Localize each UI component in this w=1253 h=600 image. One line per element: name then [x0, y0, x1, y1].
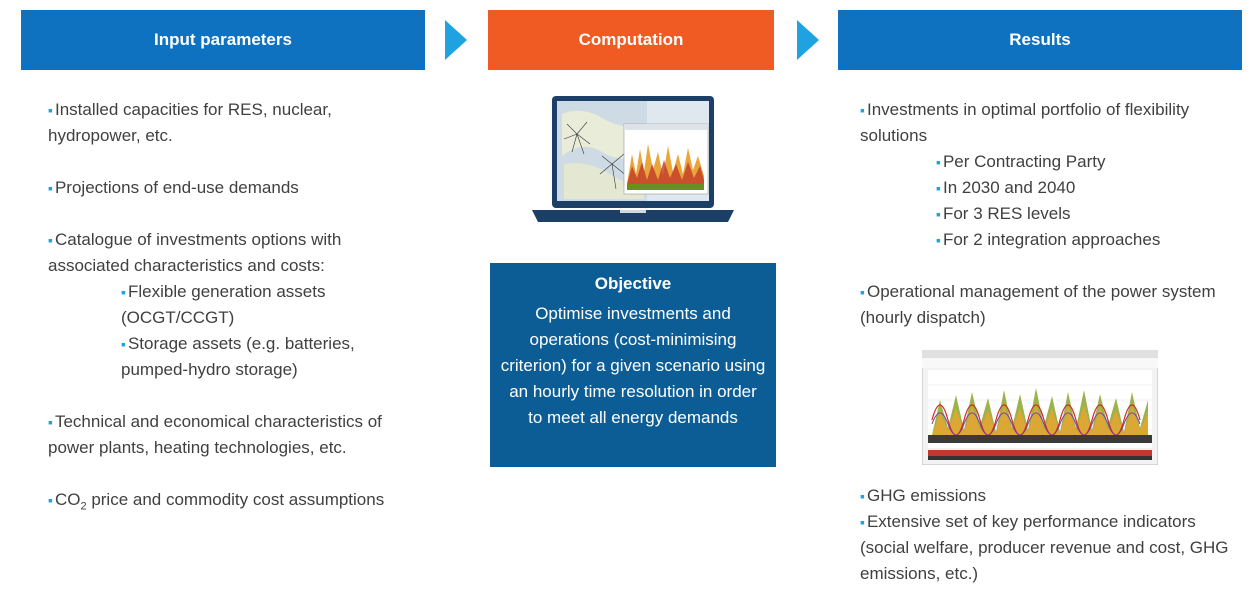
- dispatch-chart-screenshot: [922, 350, 1158, 465]
- results-item-kpi: Extensive set of key performance indicat…: [860, 509, 1240, 587]
- input-subitem-flexible-generation: Flexible generation assets (OCGT/CCGT): [48, 279, 408, 331]
- results-subitem: Per Contracting Party: [860, 149, 1240, 175]
- results-list: Investments in optimal portfolio of flex…: [860, 97, 1240, 331]
- input-item-co2: CO2 price and commodity cost assumptions: [48, 487, 408, 513]
- results-item-investments: Investments in optimal portfolio of flex…: [860, 97, 1240, 149]
- arrow-right-icon: [797, 20, 819, 60]
- objective-title: Objective: [594, 274, 672, 293]
- results-subitem: For 3 RES levels: [860, 201, 1240, 227]
- header-input-parameters: Input parameters: [21, 10, 425, 70]
- results-subitem: For 2 integration approaches: [860, 227, 1240, 253]
- laptop-screenshot-icon: [532, 96, 734, 222]
- input-item-capacities: Installed capacities for RES, nuclear, h…: [48, 97, 408, 149]
- objective-text: Optimise investments and operations (cos…: [500, 304, 766, 427]
- input-parameters-list: Installed capacities for RES, nuclear, h…: [48, 97, 408, 513]
- header-computation: Computation: [488, 10, 774, 70]
- results-item-operational: Operational management of the power syst…: [860, 279, 1240, 331]
- objective-box: Objective Optimise investments and opera…: [490, 263, 776, 467]
- results-item-ghg: GHG emissions: [860, 483, 1240, 509]
- input-subitem-storage: Storage assets (e.g. batteries, pumped-h…: [48, 331, 408, 383]
- input-item-technical: Technical and economical characteristics…: [48, 409, 408, 461]
- results-subitem: In 2030 and 2040: [860, 175, 1240, 201]
- results-list-lower: GHG emissions Extensive set of key perfo…: [860, 483, 1240, 587]
- header-results: Results: [838, 10, 1242, 70]
- input-item-demands: Projections of end-use demands: [48, 175, 408, 201]
- input-item-catalogue: Catalogue of investments options with as…: [48, 227, 408, 279]
- arrow-right-icon: [445, 20, 467, 60]
